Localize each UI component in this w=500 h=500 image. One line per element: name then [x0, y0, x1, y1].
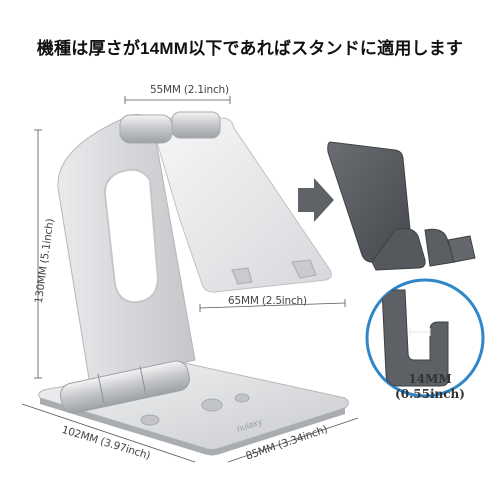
arrow-icon: [298, 178, 334, 222]
holder-lip: [291, 259, 317, 279]
thickness-inch: (0.55inch): [395, 387, 465, 401]
base-hole: [140, 414, 160, 426]
base-hole: [234, 393, 250, 403]
dimension-lines: [21, 96, 359, 463]
headline: 機種は厚さが14MM以下であればスタンドに適用します: [36, 39, 464, 58]
dimension-middle-width: 65MM (2.5inch): [228, 295, 307, 307]
phone-preview: [327, 141, 476, 271]
top-hinge: [171, 111, 221, 139]
thickness-label: 14MM (0.55inch): [380, 372, 480, 402]
holder-lip: [231, 267, 253, 285]
arm-slot: [103, 168, 160, 304]
stand-plate: [149, 117, 332, 293]
thickness-value: 14MM: [408, 372, 452, 386]
dimension-top-width: 55MM (2.1inch): [150, 84, 229, 96]
bottom-hinge: [60, 360, 190, 414]
base-hole: [201, 398, 223, 412]
